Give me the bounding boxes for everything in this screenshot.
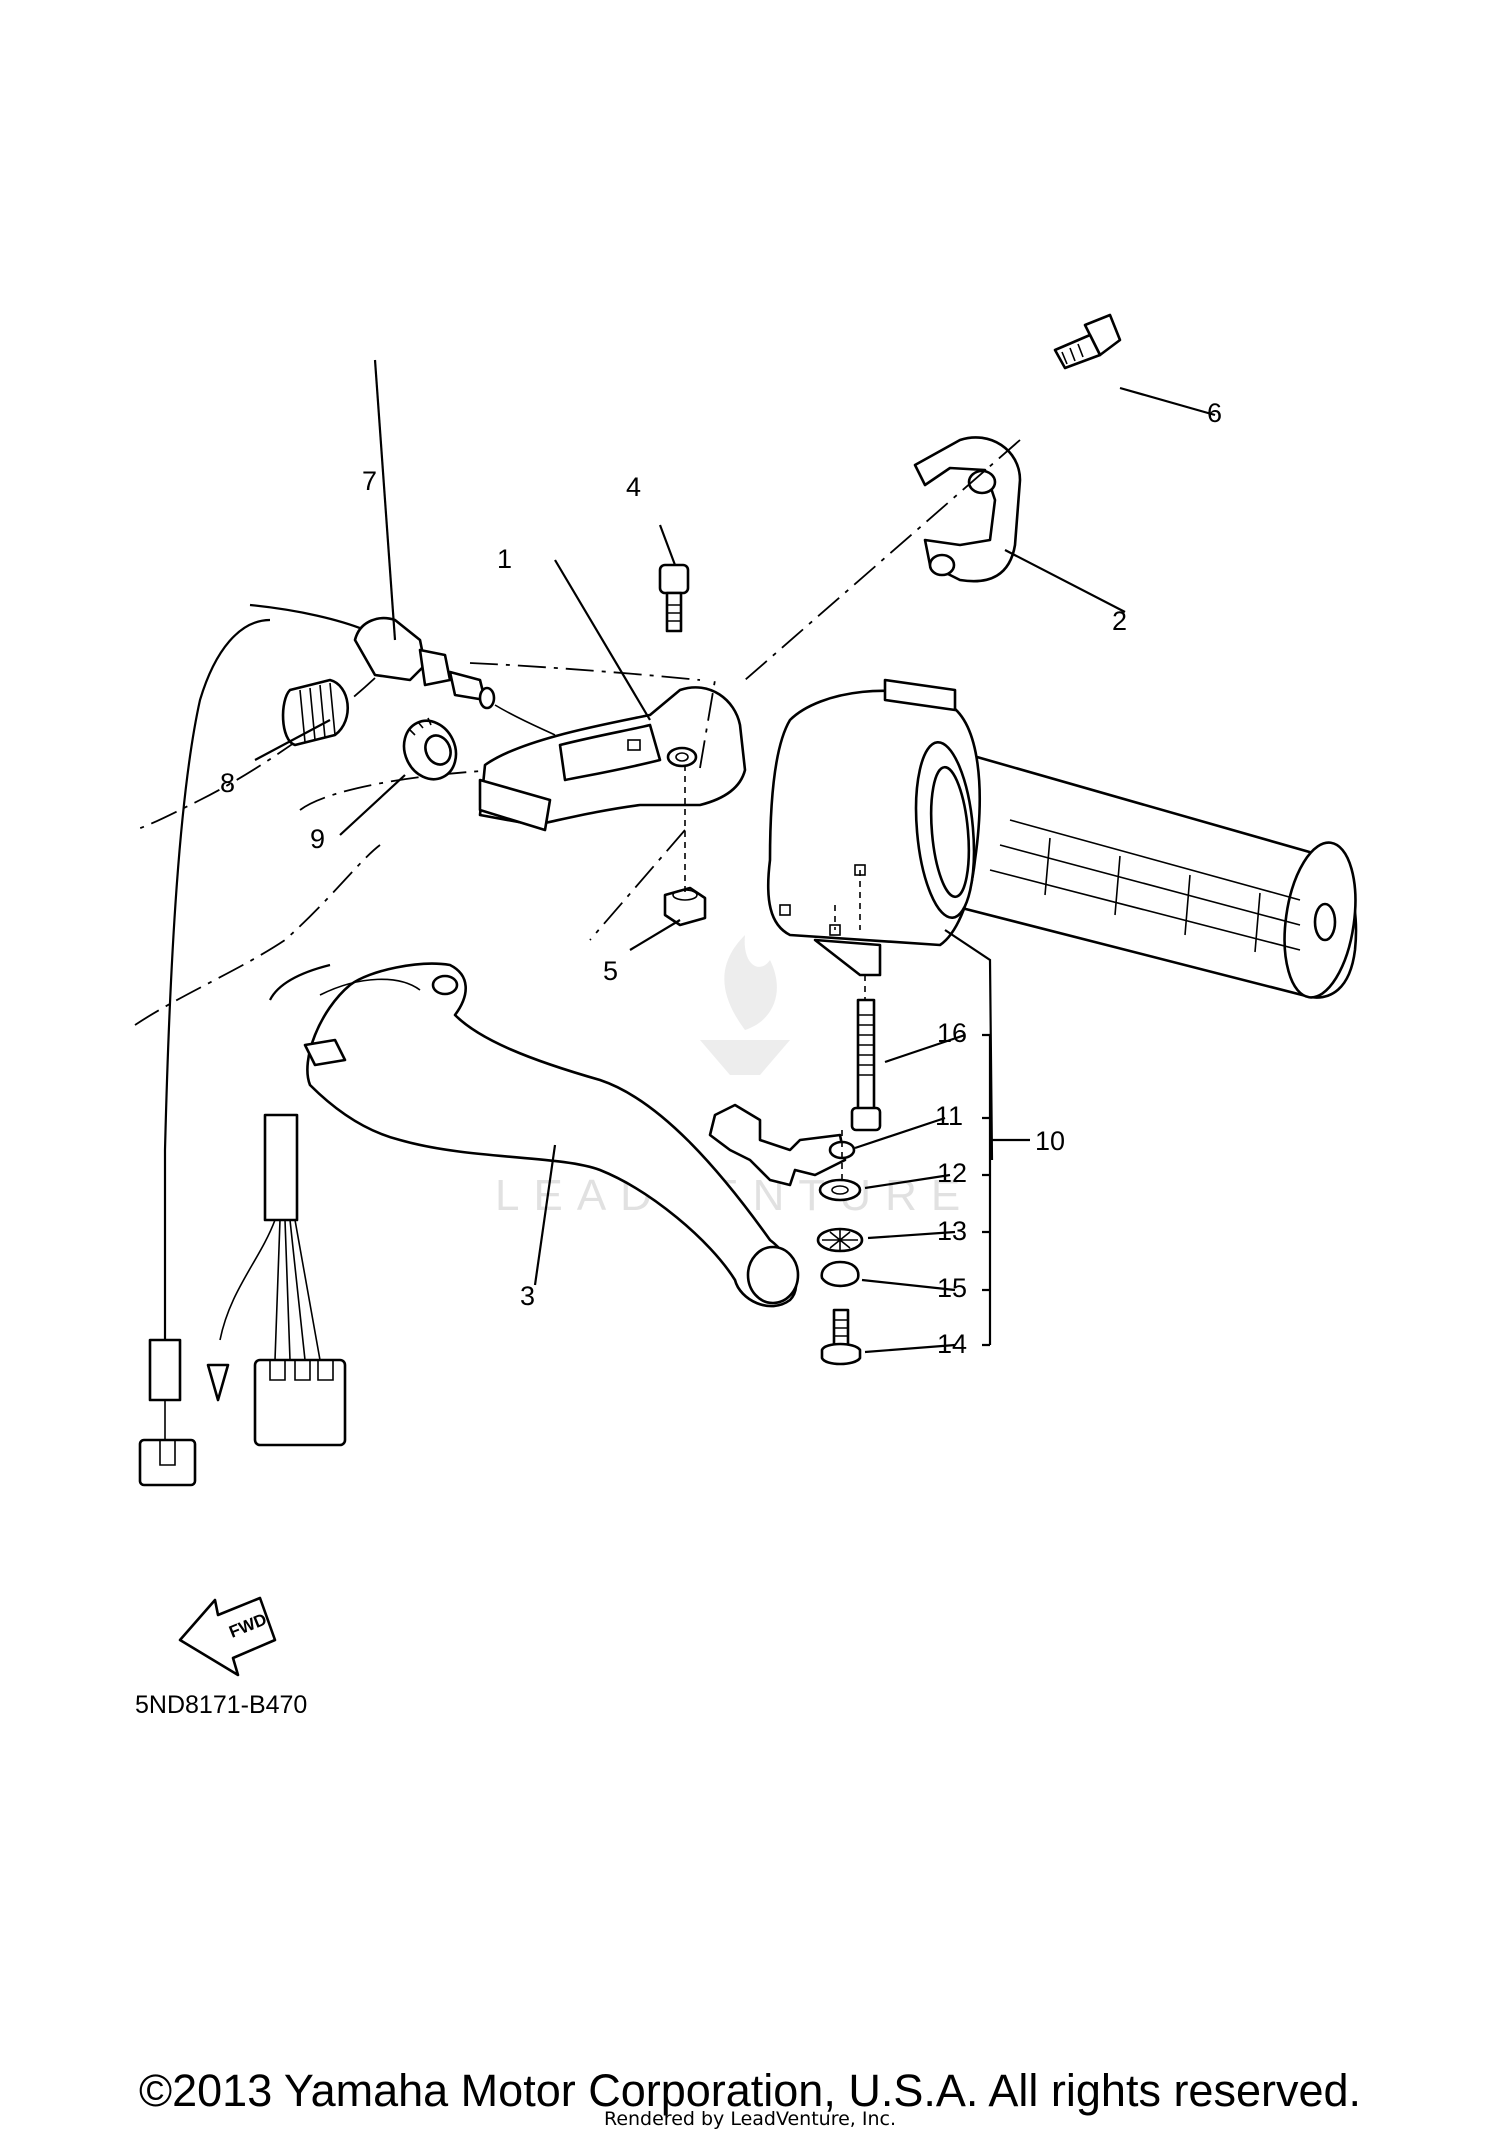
callout-3: 3 <box>520 1281 535 1311</box>
callout-7: 7 <box>362 466 377 496</box>
locknut-9 <box>402 717 458 781</box>
callout-6: 6 <box>1207 398 1222 428</box>
screw-6 <box>1053 313 1122 370</box>
callout-16: 16 <box>937 1018 967 1048</box>
rendered-by-note: Rendered by LeadVenture, Inc. <box>603 2108 897 2130</box>
bolt-4 <box>658 563 690 633</box>
leader-lines <box>254 359 1216 1354</box>
callout-1: 1 <box>497 544 512 574</box>
flame-logo-icon <box>724 935 777 1030</box>
callout-labels: 1 2 3 4 5 6 7 8 9 10 11 12 13 14 15 16 <box>220 398 1222 1359</box>
diagram-code: 5ND8171-B470 <box>135 1691 307 1719</box>
callout-4: 4 <box>626 472 641 502</box>
callout-15: 15 <box>937 1273 967 1303</box>
switch-housing <box>766 678 981 977</box>
clamp <box>913 436 1022 583</box>
clutch-lever <box>303 962 800 1308</box>
callout-2: 2 <box>1112 606 1127 636</box>
grip <box>948 753 1358 999</box>
copyright-notice: ©2013 Yamaha Motor Corporation, U.S.A. A… <box>138 2065 1362 2116</box>
nut-5 <box>663 886 707 927</box>
callout-10: 10 <box>1035 1126 1065 1156</box>
callout-13: 13 <box>937 1216 967 1246</box>
callout-8: 8 <box>220 768 235 798</box>
adjuster-8 <box>281 678 350 747</box>
callout-12: 12 <box>937 1158 967 1188</box>
cable-7 <box>138 603 556 1487</box>
callout-14: 14 <box>937 1329 967 1359</box>
callout-9: 9 <box>310 824 325 854</box>
lever-holder <box>478 686 747 832</box>
callout-5: 5 <box>603 956 618 986</box>
callout-11: 11 <box>935 1101 963 1131</box>
switch-hardware <box>708 998 882 1366</box>
wire-harness <box>206 963 347 1447</box>
fwd-arrow-icon: FWD <box>178 1596 277 1677</box>
